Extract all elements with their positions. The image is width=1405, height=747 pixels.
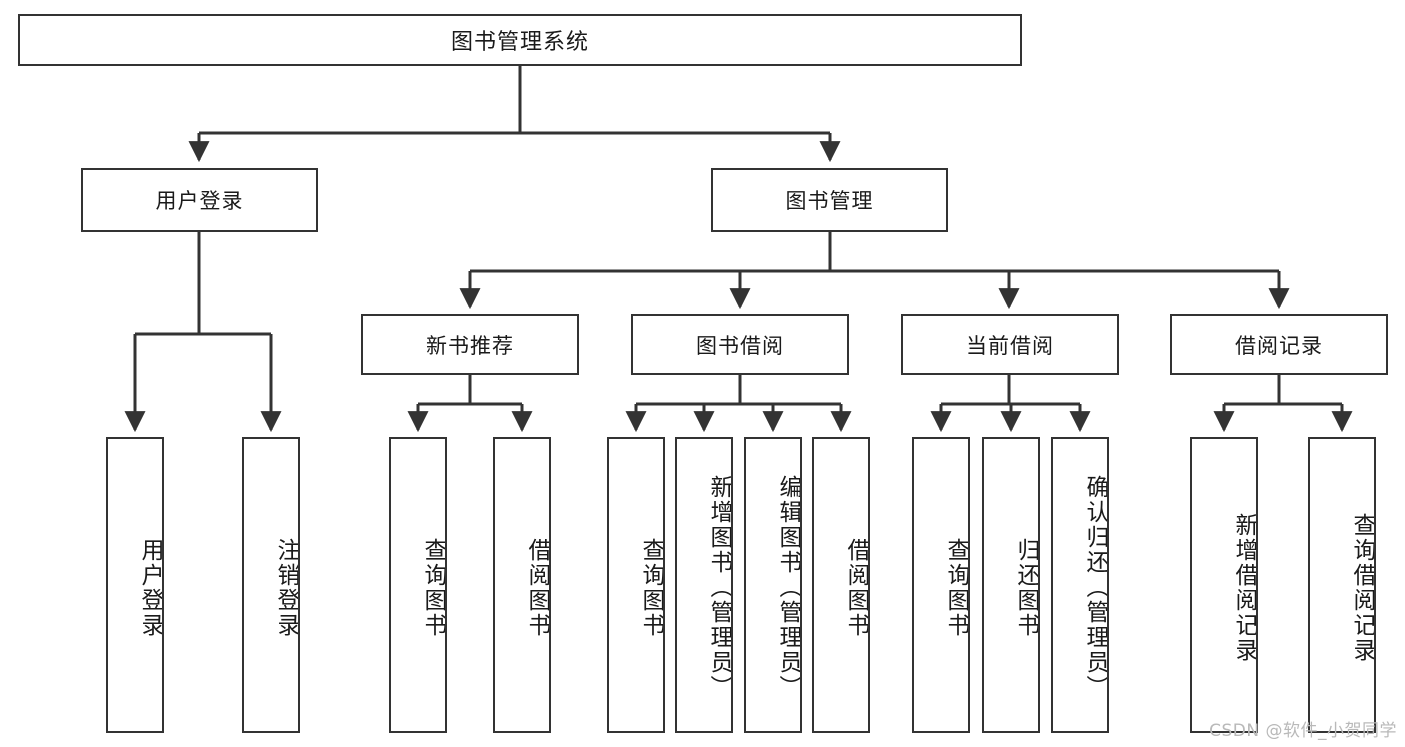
- node-leaf-user-login[interactable]: 用户登录: [106, 437, 164, 733]
- node-leaf-add-book[interactable]: 新增图书（管理员）: [675, 437, 733, 733]
- node-root-system[interactable]: 图书管理系统: [18, 14, 1022, 66]
- node-leaf-borrow-book-1[interactable]: 借阅图书: [493, 437, 551, 733]
- node-leaf-user-logout[interactable]: 注销登录: [242, 437, 300, 733]
- node-user-login[interactable]: 用户登录: [81, 168, 318, 232]
- node-leaf-query-book-1[interactable]: 查询图书: [389, 437, 447, 733]
- node-book-borrow[interactable]: 图书借阅: [631, 314, 849, 375]
- watermark-text: CSDN @软件_小贺同学: [1209, 721, 1397, 741]
- node-leaf-query-book-3[interactable]: 查询图书: [912, 437, 970, 733]
- node-leaf-add-borrow-record[interactable]: 新增借阅记录: [1190, 437, 1258, 733]
- node-leaf-confirm-return[interactable]: 确认归还（管理员）: [1051, 437, 1109, 733]
- node-leaf-query-book-2[interactable]: 查询图书: [607, 437, 665, 733]
- node-current-borrow[interactable]: 当前借阅: [901, 314, 1119, 375]
- node-book-manage[interactable]: 图书管理: [711, 168, 948, 232]
- node-leaf-query-borrow-record[interactable]: 查询借阅记录: [1308, 437, 1376, 733]
- node-new-book-recommend[interactable]: 新书推荐: [361, 314, 579, 375]
- node-borrow-record[interactable]: 借阅记录: [1170, 314, 1388, 375]
- node-leaf-edit-book[interactable]: 编辑图书（管理员）: [744, 437, 802, 733]
- node-leaf-return-book[interactable]: 归还图书: [982, 437, 1040, 733]
- node-leaf-borrow-book-2[interactable]: 借阅图书: [812, 437, 870, 733]
